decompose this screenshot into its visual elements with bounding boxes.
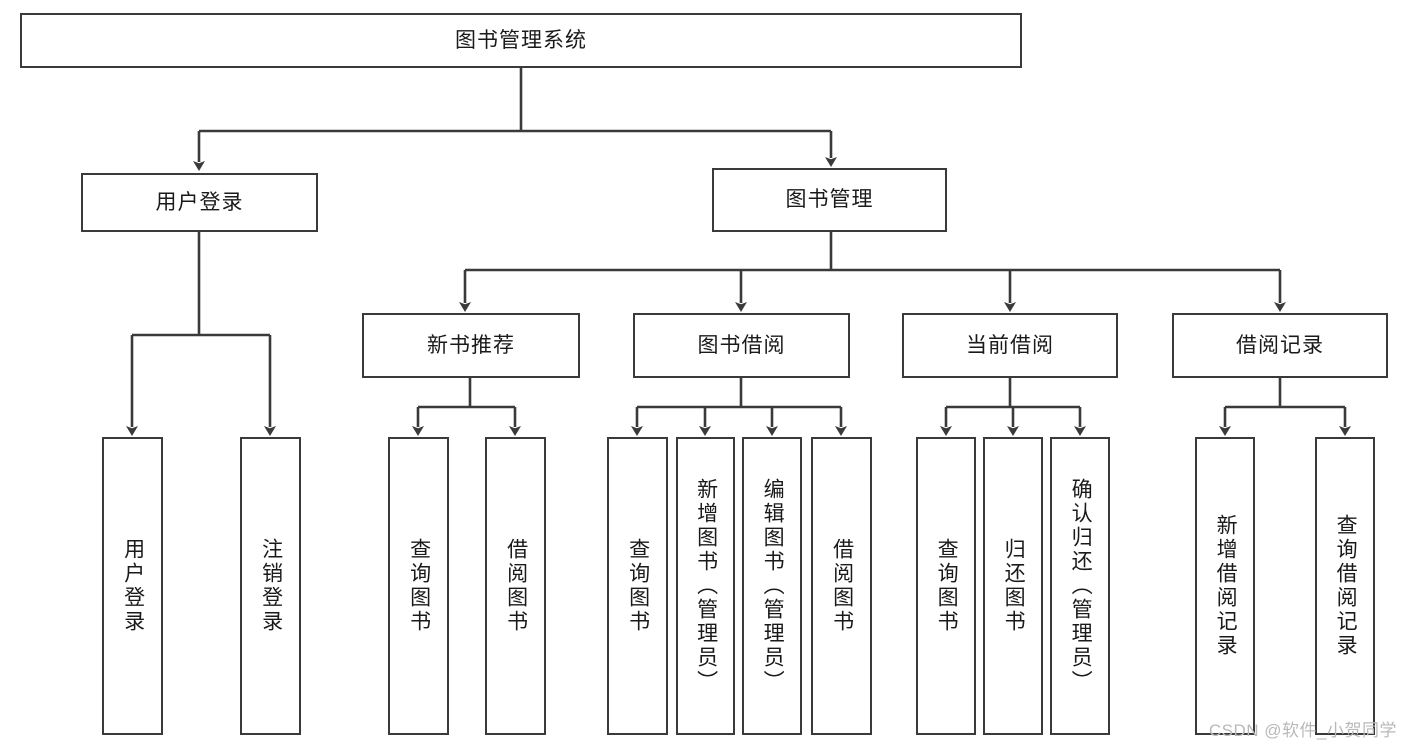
node-label: 当前借阅 <box>966 333 1054 357</box>
node-label: 图书管理系统 <box>455 28 587 52</box>
node-book-borrowing[interactable]: 图书借阅 <box>633 313 850 378</box>
node-label: 编辑图书（管理员） <box>761 478 785 694</box>
node-borrowing-records[interactable]: 借阅记录 <box>1172 313 1388 378</box>
node-label: 图书借阅 <box>697 333 786 357</box>
leaf-query-book-borrowing[interactable]: 查询图书 <box>607 437 668 735</box>
node-label: 查询图书 <box>626 538 650 634</box>
node-label: 借阅记录 <box>1236 333 1324 357</box>
node-label: 归还图书 <box>1002 538 1026 634</box>
leaf-query-book-recommendation[interactable]: 查询图书 <box>388 437 449 735</box>
node-label: 用户登录 <box>121 538 145 634</box>
node-label: 查询图书 <box>407 538 431 634</box>
node-label: 借阅图书 <box>504 538 528 634</box>
leaf-logout[interactable]: 注销登录 <box>240 437 301 735</box>
csdn-watermark: CSDN @软件_小贺同学 <box>1208 721 1397 740</box>
node-current-borrowing[interactable]: 当前借阅 <box>902 313 1118 378</box>
node-label: 用户登录 <box>155 190 244 214</box>
node-label: 新增图书（管理员） <box>694 478 718 694</box>
node-user-login[interactable]: 用户登录 <box>81 173 318 232</box>
node-label: 新书推荐 <box>427 333 515 357</box>
node-root-book-management-system[interactable]: 图书管理系统 <box>20 13 1022 68</box>
node-label: 注销登录 <box>259 538 283 634</box>
node-new-book-recommendation[interactable]: 新书推荐 <box>362 313 580 378</box>
node-label: 确认归还（管理员） <box>1069 478 1093 694</box>
leaf-borrow-book-recommendation[interactable]: 借阅图书 <box>485 437 546 735</box>
node-label: 图书管理 <box>785 188 874 212</box>
node-label: 查询图书 <box>935 538 959 634</box>
leaf-add-book-admin[interactable]: 新增图书（管理员） <box>676 437 735 735</box>
leaf-borrow-book-borrowing[interactable]: 借阅图书 <box>811 437 872 735</box>
leaf-add-borrow-record[interactable]: 新增借阅记录 <box>1195 437 1255 735</box>
node-book-management[interactable]: 图书管理 <box>712 168 947 232</box>
leaf-confirm-return-admin[interactable]: 确认归还（管理员） <box>1050 437 1110 735</box>
leaf-edit-book-admin[interactable]: 编辑图书（管理员） <box>742 437 802 735</box>
leaf-user-login[interactable]: 用户登录 <box>102 437 163 735</box>
leaf-query-book-current[interactable]: 查询图书 <box>916 437 976 735</box>
leaf-query-borrow-record[interactable]: 查询借阅记录 <box>1315 437 1375 735</box>
leaf-return-book[interactable]: 归还图书 <box>983 437 1043 735</box>
node-label: 查询借阅记录 <box>1334 514 1358 658</box>
node-label: 新增借阅记录 <box>1214 514 1238 658</box>
node-label: 借阅图书 <box>830 538 854 634</box>
